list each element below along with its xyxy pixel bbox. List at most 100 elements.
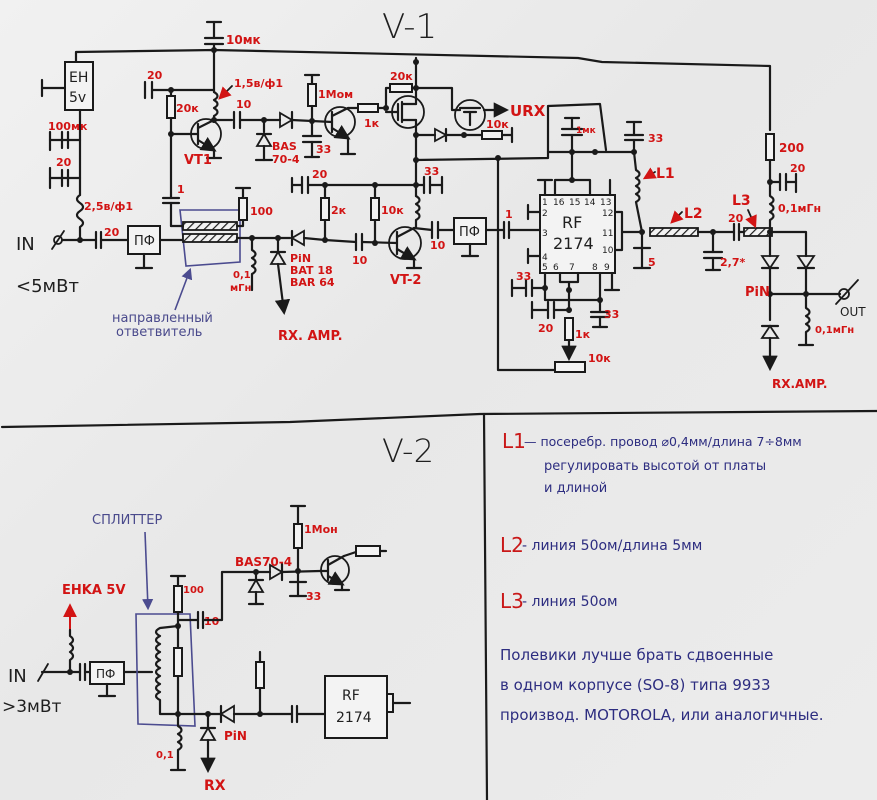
splitter-transformer <box>154 624 180 716</box>
label-pin: PiN <box>290 252 311 265</box>
inductor-enka <box>68 628 75 674</box>
v2-label-r-100: 100 <box>183 585 204 596</box>
junction-dot <box>566 287 572 293</box>
rf-chip-label-2: 2174 <box>553 234 594 253</box>
bandpass-filter-v2 <box>89 661 125 698</box>
note-l1-line1: — посеребр. провод ⌀0,4мм/длина 7÷8мм <box>524 434 802 449</box>
capacitor-1mk <box>560 116 584 152</box>
label-l2: L2 <box>684 206 703 222</box>
pin-9: 9 <box>604 263 610 273</box>
capacitor-33-l1 <box>623 120 645 154</box>
bandpass-2-label: ПФ <box>459 225 480 240</box>
capacitor-20-bias <box>48 166 82 190</box>
pin-2: 2 <box>542 209 548 219</box>
v2-label-pin: PiN <box>224 729 247 743</box>
label-c-100mk: 100мк <box>48 120 88 133</box>
label-c-1-coupler: 1 <box>177 183 185 196</box>
coupler-label-1: направленный <box>112 311 213 326</box>
junction-dot <box>168 131 174 137</box>
pin-15: 15 <box>569 198 580 208</box>
inductor-l1 <box>632 150 644 234</box>
mosfet-2 <box>454 99 486 131</box>
diode-fet <box>434 127 448 143</box>
capacitor-20-bias-right <box>768 172 798 194</box>
label-rx-amp-right: RX.AMP. <box>772 377 827 391</box>
label-c-20-vt2: 20 <box>312 168 328 181</box>
label-vt2: VT-2 <box>390 273 421 288</box>
pin-8: 8 <box>592 263 598 273</box>
diode-pin-right-1 <box>760 248 780 270</box>
label-c-33-det: 33 <box>316 143 331 156</box>
bandpass-filter-2 <box>453 217 487 258</box>
pin-13: 13 <box>600 198 611 208</box>
capacitor-20-vt1 <box>143 80 216 100</box>
label-c-5: 5 <box>648 256 656 269</box>
v2-bandpass-label: ПФ <box>96 667 115 681</box>
label-c-20-bias: 20 <box>790 162 806 175</box>
label-urx: URX <box>510 102 546 120</box>
pin-4: 4 <box>542 253 548 263</box>
potentiometer-10k[interactable] <box>554 361 586 373</box>
v2-label-rx: RX <box>204 778 226 794</box>
label-c-33-l1: 33 <box>648 132 663 145</box>
label-pin-right: PiN <box>745 285 770 300</box>
coupler-arrow <box>174 267 193 311</box>
junction-dot <box>211 47 217 53</box>
regulator-label-2: 5v <box>69 90 86 106</box>
note-fet-line3: производ. MOTOROLA, или аналогичные. <box>500 706 824 724</box>
label-l-01: 0,1 <box>233 270 251 281</box>
diode-pin-series <box>290 229 327 247</box>
label-bas: BAS <box>272 140 297 153</box>
diode-bas70-shunt <box>254 118 274 162</box>
transistor-detector <box>324 106 360 156</box>
note-l3-label: L3 <box>500 589 524 613</box>
capacitor-33-vt2 <box>414 175 444 195</box>
inductor-1-5 <box>212 90 219 124</box>
capacitor-2-7 <box>702 230 724 272</box>
label-c-10mk: 10мк <box>226 33 261 47</box>
label-c-20-in: 20 <box>104 226 120 239</box>
directional-coupler <box>179 209 241 267</box>
v2-diode-pin-shunt <box>199 712 217 774</box>
v1-input-power: <5мВт <box>16 276 79 297</box>
capacitor-33-det <box>301 119 323 159</box>
label-r-10k-fet: 10к <box>486 118 509 131</box>
label-pointer <box>218 85 233 100</box>
v1-input-label: IN <box>16 234 35 255</box>
junction-dot <box>569 177 575 183</box>
resistor-splitter <box>173 647 183 677</box>
resistor-2k <box>320 197 330 221</box>
resistor-10k-fet <box>481 130 503 140</box>
pin-16: 16 <box>553 198 565 208</box>
label-c-1-rf: 1 <box>505 208 513 221</box>
label-c-33-vt2: 33 <box>424 165 439 178</box>
label-r-1k-bias: 1к <box>575 328 591 341</box>
v2-rf-chip-label-1: RF <box>342 688 360 704</box>
splitter-box <box>135 613 196 727</box>
label-r-2k: 2к <box>331 204 347 217</box>
junction-dot <box>77 237 83 243</box>
label-bar: BAR 64 <box>290 276 335 289</box>
junction-dot <box>767 229 773 235</box>
label-l-01-right: 0,1мГн <box>778 202 821 215</box>
pin-5: 5 <box>542 263 548 273</box>
resistor-20k-vt1 <box>166 95 176 119</box>
label-l1: L1 <box>656 166 675 182</box>
diode-pin-right-2 <box>796 248 816 270</box>
resistor-20k-fet <box>389 83 413 93</box>
note-l2-label: L2 <box>500 533 524 557</box>
label-l-01-out: 0,1мГн <box>815 325 854 336</box>
label-r-1mom: 1Мом <box>318 88 353 101</box>
note-l1-label: L1 <box>502 429 526 453</box>
divider-vertical <box>482 412 489 800</box>
note-fet-line1: Полевики лучше брать сдвоенные <box>500 646 773 664</box>
pin-10: 10 <box>602 246 614 256</box>
output-connector-v1[interactable] <box>835 279 859 305</box>
resistor-v2-100 <box>173 585 183 613</box>
label-bat: BAT 18 <box>290 264 333 277</box>
v2-input-power: >3мВт <box>2 697 62 717</box>
label-r-20k-fet: 20к <box>390 70 413 83</box>
label-r-100: 100 <box>250 205 273 218</box>
